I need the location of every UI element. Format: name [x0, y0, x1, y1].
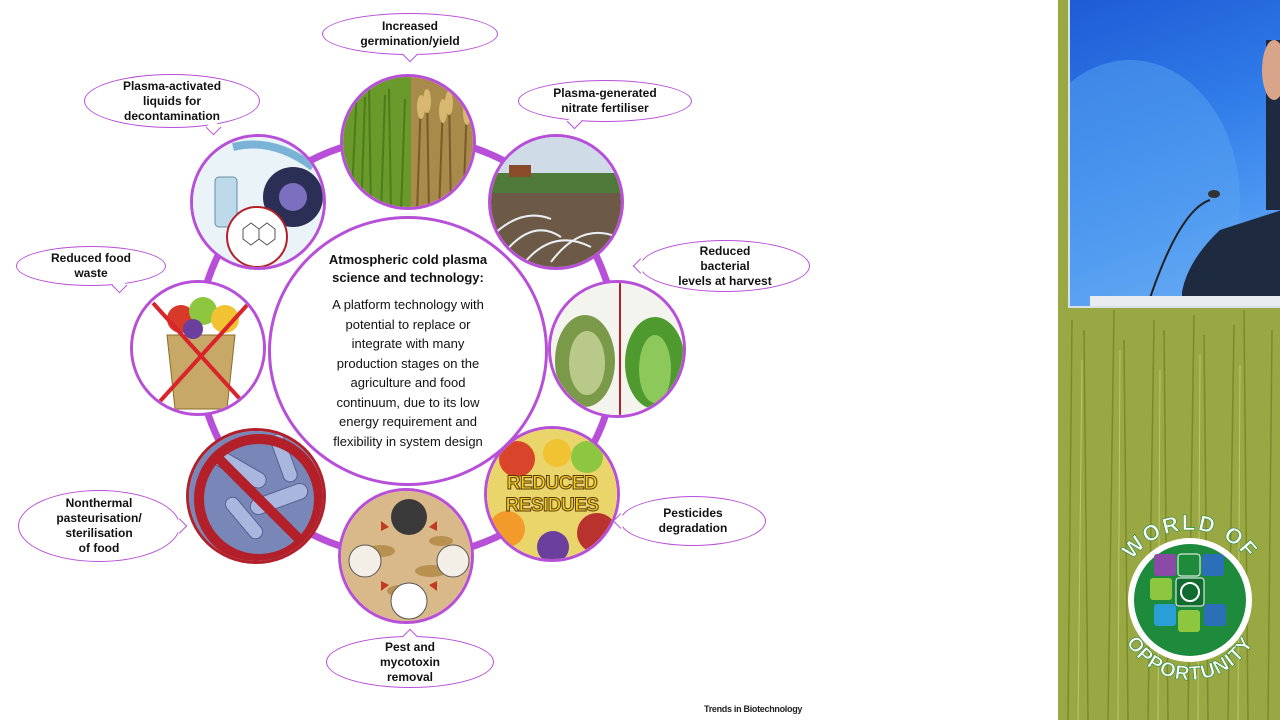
- callout-pasteurisation: Nonthermal pasteurisation/ sterilisation…: [18, 490, 180, 562]
- callout-pest: Pest and mycotoxin removal: [326, 636, 494, 688]
- badge-tiles: [1150, 553, 1230, 632]
- reduced-residues-label: REDUCED RESIDUES: [505, 473, 600, 517]
- speaker-video: [1068, 0, 1280, 308]
- pasteurisation-image: [186, 428, 326, 564]
- callout-liquids: Plasma-activated liquids for decontamina…: [84, 74, 260, 128]
- center-body: A platform technology with potential to …: [332, 297, 484, 449]
- source-credit: Trends in Biotechnology: [704, 704, 803, 714]
- activated-liquids-image: [190, 134, 326, 270]
- callout-pesticides: Pesticides degradation: [620, 496, 766, 546]
- callout-nitrate: Plasma-generated nitrate fertiliser: [518, 80, 692, 122]
- food-waste-image: [130, 280, 266, 416]
- center-description: Atmospheric cold plasma science and tech…: [268, 216, 548, 486]
- globe-icon: [1180, 582, 1200, 602]
- center-title: Atmospheric cold plasma science and tech…: [328, 252, 488, 285]
- germination-image: [340, 74, 476, 210]
- callout-germination: Increased germination/yield: [322, 13, 498, 55]
- pest-removal-image: [338, 488, 474, 624]
- callout-waste: Reduced food waste: [16, 246, 166, 286]
- bacterial-levels-image: [548, 280, 686, 418]
- callout-bacterial: Reduced bacterial levels at harvest: [640, 240, 810, 292]
- slide: REDUCED RESIDUES: [0, 0, 1058, 720]
- world-of-opportunity-logo: WORLD OF OPPORTUNITY: [1117, 510, 1262, 686]
- nitrate-fertiliser-image: [488, 134, 624, 270]
- reduced-residues-image: REDUCED RESIDUES: [484, 426, 620, 562]
